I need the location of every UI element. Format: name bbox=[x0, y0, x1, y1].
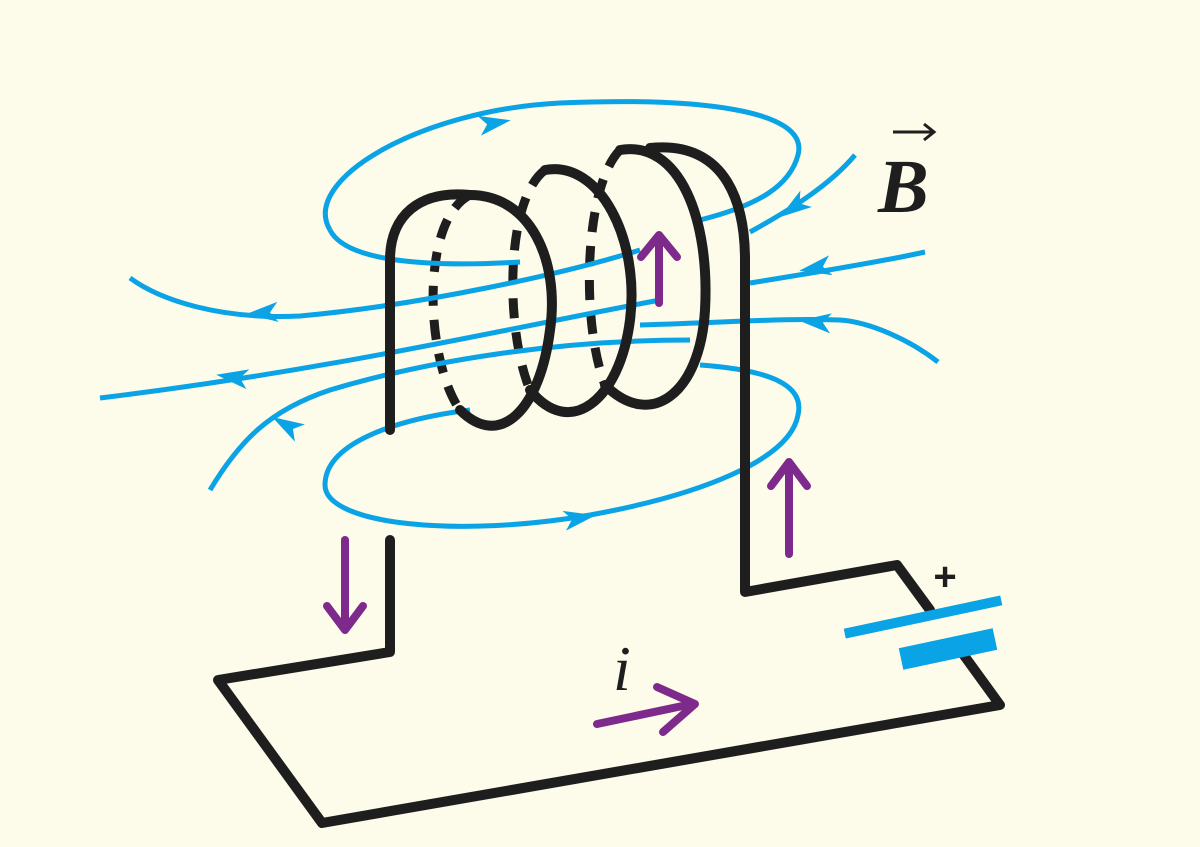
left-lead-lower bbox=[213, 535, 1005, 828]
current-arrow-inside bbox=[637, 231, 681, 307]
coil-front bbox=[213, 142, 1005, 828]
current-label: i bbox=[613, 633, 631, 704]
field-arrowhead bbox=[779, 190, 812, 218]
current-arrow-bottom bbox=[593, 683, 699, 736]
field-arrowhead bbox=[246, 301, 279, 322]
field-line-left-3 bbox=[207, 337, 691, 492]
right-lead bbox=[740, 255, 935, 615]
coil-front-4 bbox=[645, 142, 750, 265]
current-arrows bbox=[323, 231, 811, 736]
field-line-left-2 bbox=[99, 297, 661, 401]
current-arrow-right-lead bbox=[767, 458, 811, 558]
left-lead-upper bbox=[385, 189, 475, 435]
coil-back-halves bbox=[428, 146, 624, 413]
coil-front-3 bbox=[600, 144, 711, 410]
field-arrowhead bbox=[799, 313, 832, 334]
field-line-left-1 bbox=[128, 247, 641, 319]
field-loop-top-back bbox=[322, 99, 802, 232]
field-line-1 bbox=[748, 153, 857, 235]
coil-back-2 bbox=[508, 166, 549, 392]
field-arrowhead bbox=[799, 255, 833, 276]
battery-plate-positive bbox=[843, 595, 1003, 639]
field-lines bbox=[99, 99, 940, 529]
field-arrowhead bbox=[272, 417, 305, 442]
coil-back-3 bbox=[584, 146, 624, 387]
field-label: B bbox=[877, 145, 929, 229]
field-arrowhead bbox=[477, 115, 511, 136]
vector-arrow-icon bbox=[893, 122, 937, 142]
current-arrow-left-lead bbox=[323, 536, 367, 634]
battery bbox=[843, 595, 1003, 670]
field-loop-bottom-back bbox=[589, 362, 802, 518]
field-line-2 bbox=[749, 249, 926, 286]
field-arrowhead bbox=[562, 510, 596, 531]
battery-plate-negative bbox=[898, 628, 998, 670]
field-arrowhead bbox=[216, 369, 250, 390]
coil-back-1 bbox=[428, 190, 473, 413]
coil-front-1 bbox=[455, 190, 557, 431]
field-arrows bbox=[216, 115, 833, 531]
battery-plus-label: + bbox=[933, 555, 956, 599]
coil-front-2 bbox=[525, 164, 637, 417]
